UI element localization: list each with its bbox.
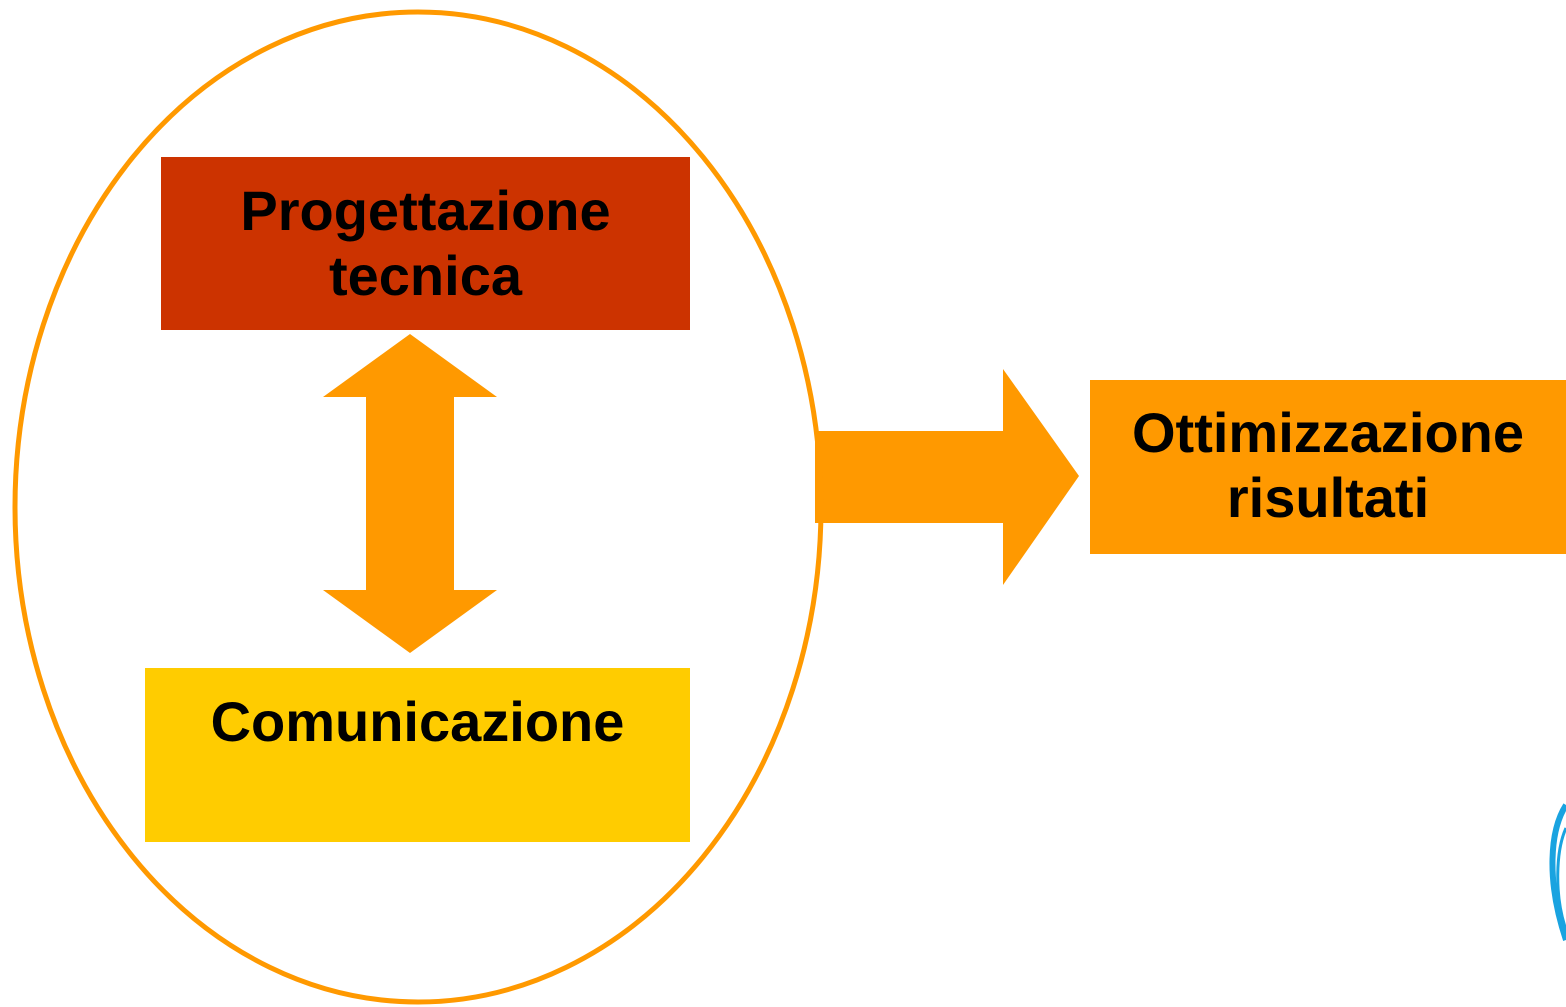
comunicazione-box: Comunicazione bbox=[145, 668, 690, 842]
group-outline-ellipse bbox=[12, 9, 824, 1005]
ottimizzazione-risultati-label: Ottimizzazione risultati bbox=[1131, 401, 1525, 529]
progettazione-tecnica-box: Progettazione tecnica bbox=[161, 157, 690, 330]
double-arrow bbox=[323, 334, 497, 653]
comunicazione-label: Comunicazione bbox=[210, 690, 625, 753]
progettazione-tecnica-label: Progettazione tecnica bbox=[240, 179, 611, 307]
ottimizzazione-risultati-box: Ottimizzazione risultati bbox=[1090, 380, 1566, 554]
corner-logo-icon bbox=[1549, 803, 1566, 941]
arrow-to-result bbox=[815, 369, 1079, 585]
